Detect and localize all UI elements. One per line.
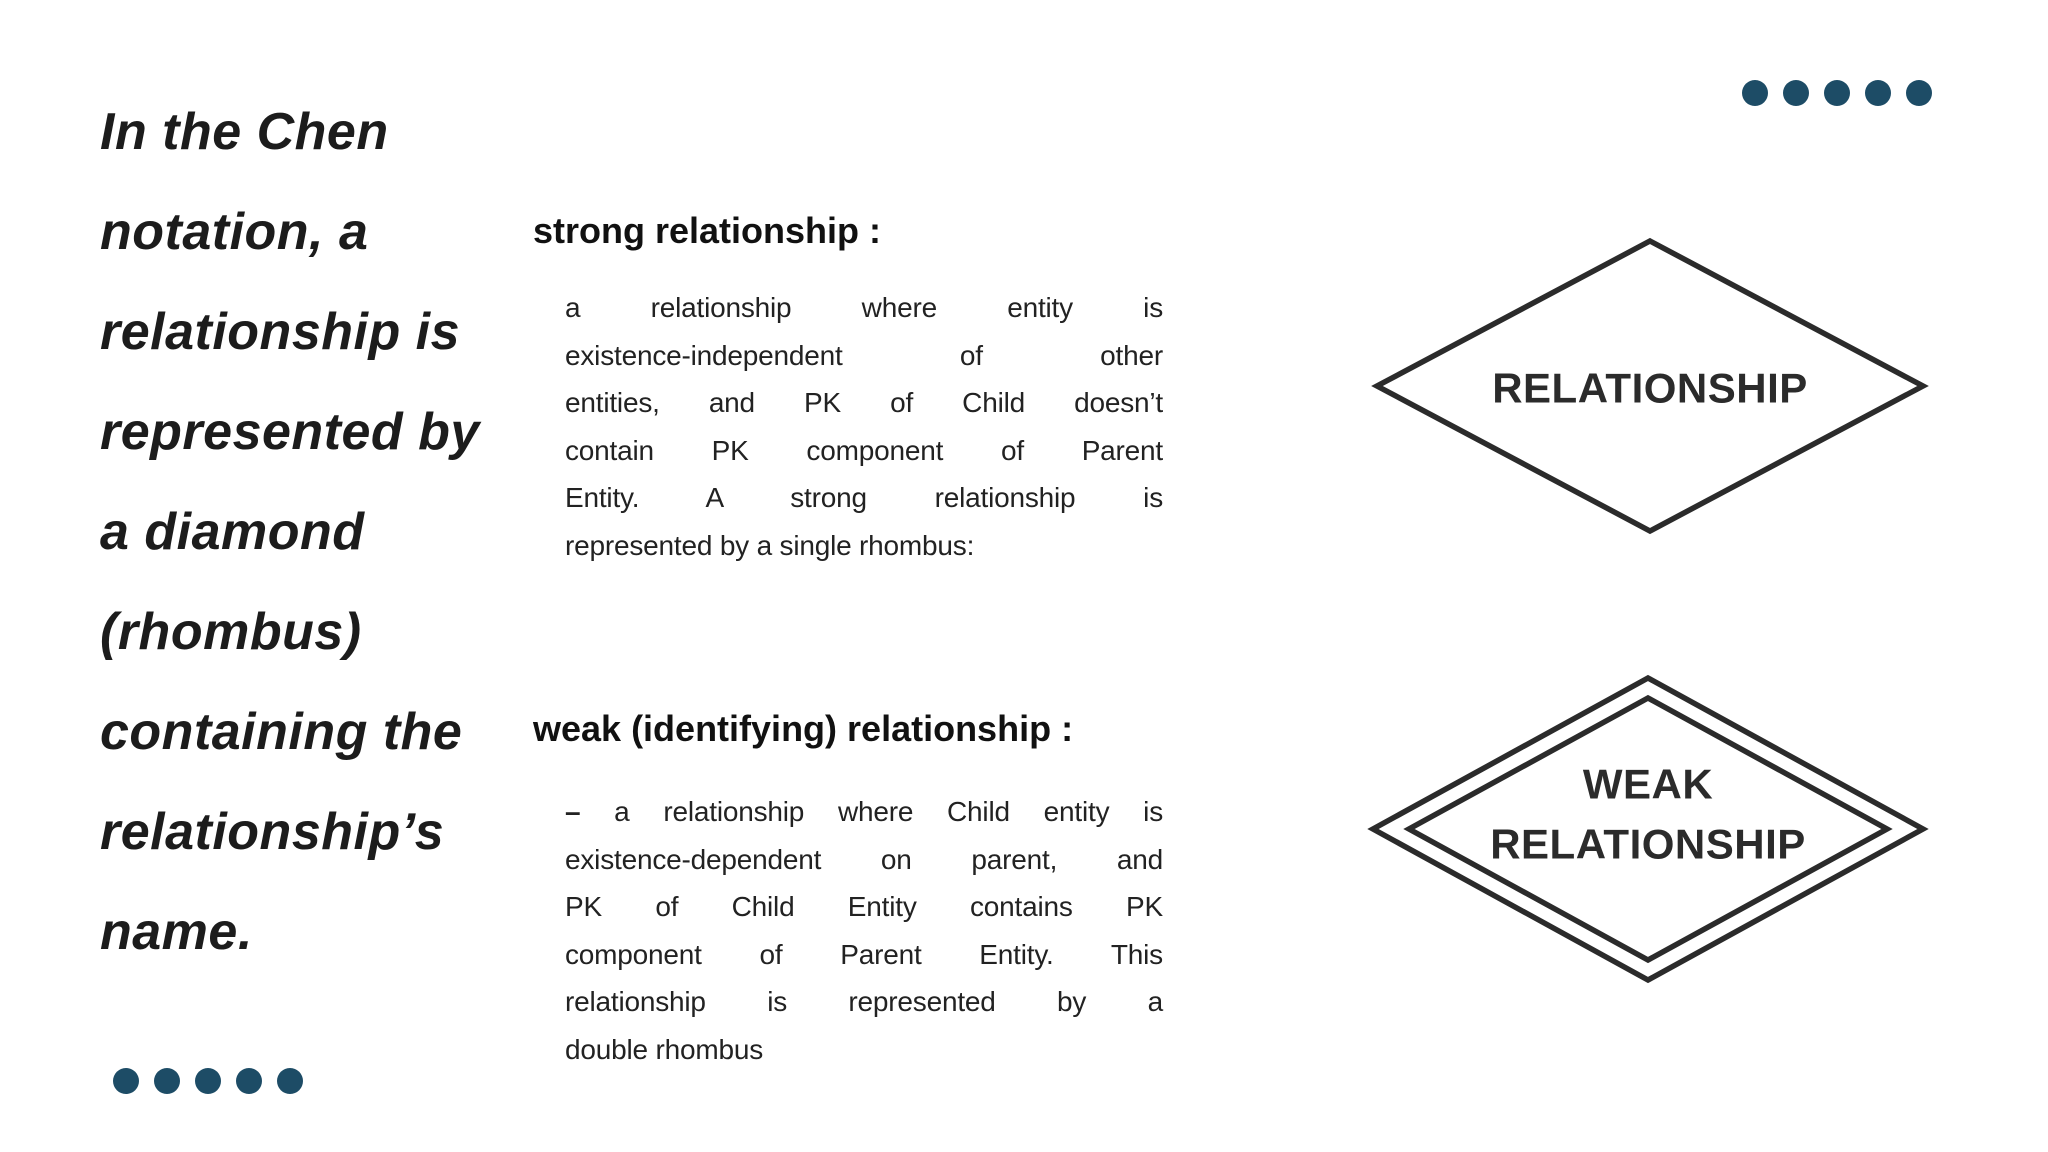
accent-dot	[195, 1068, 221, 1094]
paragraph-line: component of Parent Entity. This	[565, 938, 1163, 970]
quote-line: containing the	[100, 703, 463, 761]
rhombus-outline	[1371, 237, 1929, 535]
weak-relationship-symbol: WEAK RELATIONSHIP	[1367, 672, 1929, 986]
accent-dot	[1783, 80, 1809, 106]
weak-relationship-heading: weak (identifying) relationship :	[533, 707, 1074, 749]
quote-line: relationship is	[100, 303, 461, 361]
double-rhombus-icon: WEAK RELATIONSHIP	[1367, 674, 1929, 984]
relationship-label: RELATIONSHIP	[1492, 365, 1808, 412]
quote-line: relationship’s	[100, 803, 445, 861]
accent-dot	[1742, 80, 1768, 106]
paragraph-line: double rhombus	[565, 1033, 763, 1065]
accent-dot	[277, 1068, 303, 1094]
accent-dot	[1906, 80, 1932, 106]
single-rhombus-icon: RELATIONSHIP	[1371, 237, 1929, 535]
accent-dot	[1824, 80, 1850, 106]
accent-dot	[1865, 80, 1891, 106]
strong-relationship-paragraph: a relationship where entity is existence-…	[565, 284, 1163, 569]
weak-label-line1: WEAK	[1583, 761, 1713, 808]
paragraph-line: relationship is represented by a	[565, 986, 1163, 1017]
paragraph-line: PK of Child Entity contains PK	[565, 891, 1163, 922]
inner-rhombus-outline	[1403, 694, 1893, 964]
dots-bottom-left	[113, 1068, 303, 1094]
strong-relationship-heading: strong relationship :	[533, 209, 882, 251]
dash-bullet: –	[565, 796, 581, 827]
weak-label-line2: RELATIONSHIP	[1490, 821, 1806, 868]
quote-line: notation, a	[100, 203, 369, 261]
quote-line: name.	[100, 903, 253, 961]
accent-dot	[113, 1068, 139, 1094]
paragraph-line: existence-dependent on parent, and	[565, 843, 1163, 875]
quote-line: (rhombus)	[100, 603, 362, 661]
quote-line: In the Chen	[100, 103, 389, 161]
accent-dot	[236, 1068, 262, 1094]
paragraph-line: existence-independent of other	[565, 339, 1163, 371]
paragraph-line: entities, and PK of Child doesn’t	[565, 387, 1163, 418]
paragraph-line: Entity. A strong relationship is	[565, 482, 1163, 513]
accent-dot	[154, 1068, 180, 1094]
weak-relationship-paragraph: – a relationship where Child entity is ex…	[565, 788, 1163, 1073]
paragraph-line: represented by a single rhombus:	[565, 529, 975, 561]
quote-line: a diamond	[100, 503, 365, 561]
paragraph-line: – a relationship where Child entity is	[565, 796, 1163, 827]
paragraph-line: a relationship where entity is	[565, 292, 1163, 323]
quote-line: represented by	[100, 403, 480, 461]
dots-top-right	[1742, 80, 1932, 106]
chen-notation-quote: In the Chen notation, a relationship is rep…	[100, 82, 480, 982]
strong-relationship-symbol: RELATIONSHIP	[1370, 234, 1930, 538]
paragraph-line: contain PK component of Parent	[565, 434, 1163, 466]
